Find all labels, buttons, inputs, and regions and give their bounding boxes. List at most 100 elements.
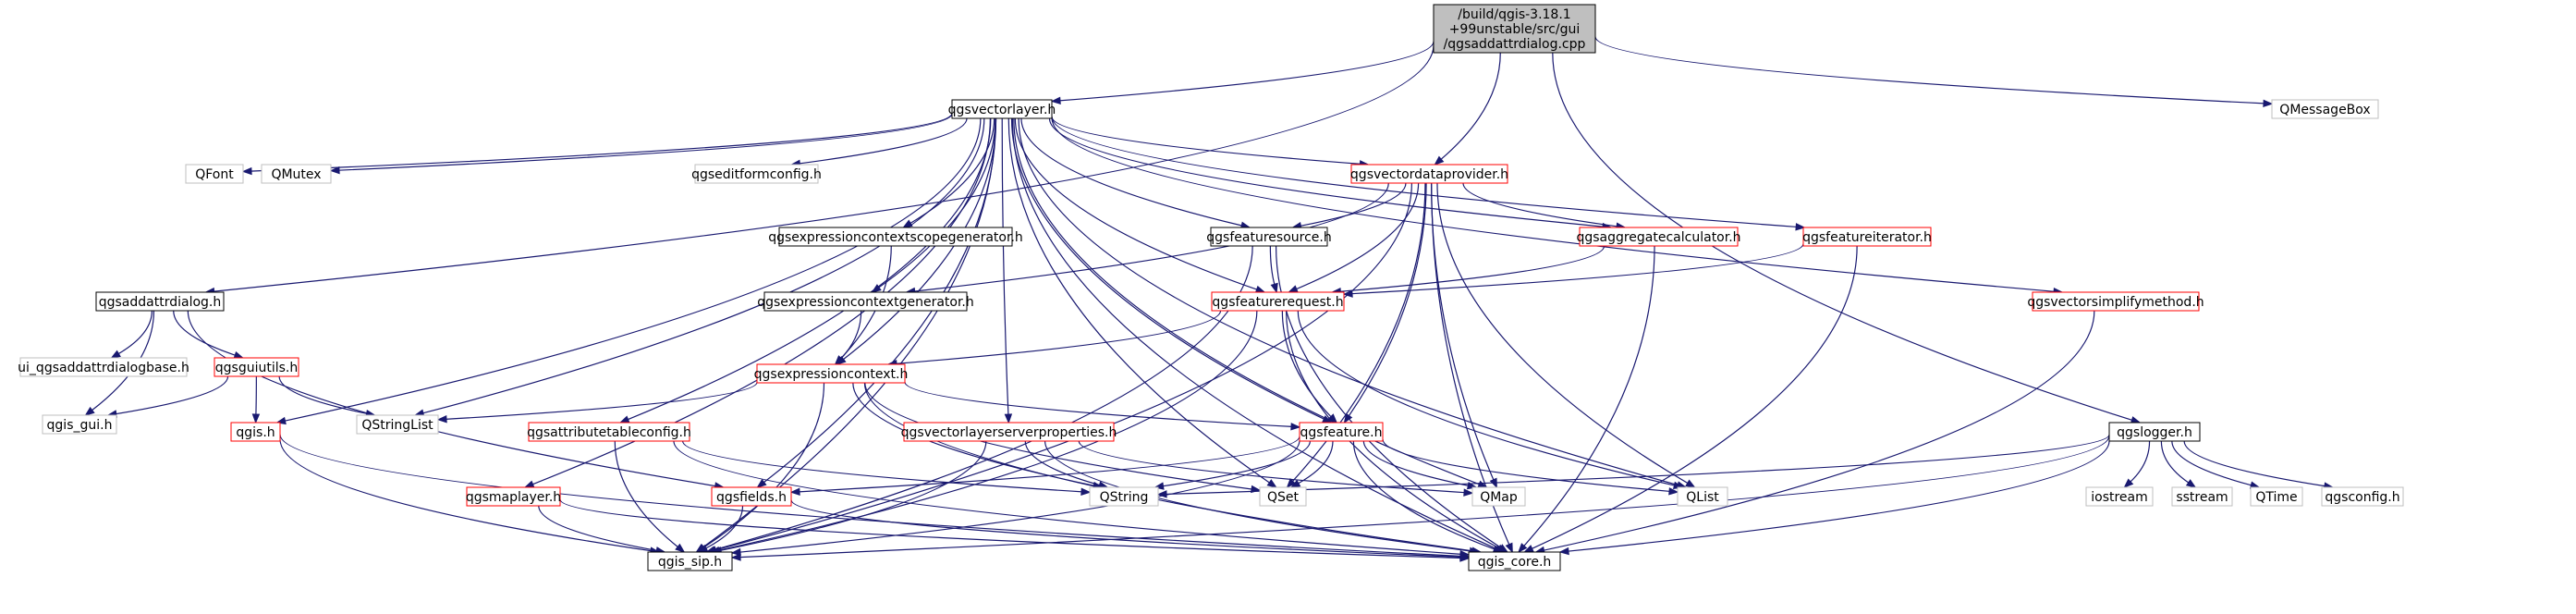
dependency-edge [278, 375, 376, 418]
edge-line [1269, 245, 1276, 286]
dependency-edge [1362, 440, 1478, 490]
node-qgsfeature[interactable]: qgsfeature.h [1299, 422, 1384, 442]
node-qstring: QString [1089, 486, 1159, 507]
edge-line [1010, 117, 1325, 421]
edge-line [1350, 243, 1804, 295]
dependency-edge [1050, 41, 1435, 105]
edge-line [739, 436, 2110, 559]
edge-line [1440, 52, 1501, 161]
node-qgis-sip[interactable]: qgis_sip.h [647, 551, 733, 571]
node-qgsvectorsimplifymethod[interactable]: qgsvectorsimplifymethod.h [2027, 291, 2204, 312]
dependency-edge [251, 375, 261, 424]
arrowhead [2263, 99, 2274, 108]
node-label: QList [1686, 490, 1719, 505]
node-label: qgsexpressioncontextscopegenerator.h [768, 230, 1023, 245]
edge-line [1162, 440, 1312, 487]
node-qlist: QList [1677, 486, 1728, 507]
arrowhead [834, 355, 845, 365]
arrowhead [2123, 478, 2134, 488]
arrowhead [2185, 479, 2197, 488]
node-box [1211, 291, 1345, 312]
node-qgsexpressioncontextgenerator[interactable]: qgsexpressioncontextgenerator.h [757, 291, 974, 312]
arrowhead [1254, 285, 1266, 293]
edge-line [2160, 440, 2190, 484]
edge-line [714, 182, 1413, 551]
dependency-edge [187, 310, 726, 490]
node-box [778, 227, 1013, 247]
node-box [1210, 227, 1328, 247]
node-label: QString [1100, 490, 1149, 505]
edge-line [739, 439, 1300, 553]
node-qgis-core[interactable]: qgis_core.h [1468, 551, 1561, 571]
edge-line [284, 117, 982, 422]
node-label: QMutex [271, 167, 321, 182]
edge-line [2183, 440, 2326, 487]
dependency-edge [697, 505, 744, 553]
arrowhead [1463, 488, 1474, 497]
node-label: qgis.h [236, 425, 275, 440]
dependency-edge [1518, 245, 1655, 554]
edge-line [799, 117, 968, 165]
node-qgsfeaturerequest[interactable]: qgsfeaturerequest.h [1211, 291, 1345, 312]
dependency-edge [1436, 182, 1696, 488]
node-qgis[interactable]: qgis.h [230, 422, 281, 442]
edge-line [1001, 117, 1009, 416]
edge-line [1020, 117, 1243, 227]
node-box [1433, 4, 1596, 54]
dependency-edge [1342, 243, 1804, 298]
dependency-edge [1014, 117, 1266, 293]
edge-line [1436, 182, 1689, 485]
node-qgsfeaturesource[interactable]: qgsfeaturesource.h [1206, 227, 1332, 247]
edge-line [839, 310, 862, 360]
node-root[interactable]: /build/qgis-3.18.1+99unstable/src/gui/qg… [1433, 4, 1596, 54]
dependency-edge [1051, 117, 1370, 168]
edge-line [713, 245, 1253, 551]
edge-line [895, 310, 1222, 364]
dependency-edge [681, 440, 1092, 496]
node-qgsvectorlayerserverproperties[interactable]: qgsvectorlayerserverproperties.h [901, 422, 1117, 442]
edge-line [719, 440, 987, 551]
dependency-edge [789, 436, 1300, 496]
edge-line [1051, 116, 1798, 228]
edge-line [2129, 440, 2151, 484]
dependency-edge [886, 310, 1222, 368]
dependency-edge [730, 439, 1300, 557]
node-label: qgis_core.h [1478, 555, 1552, 570]
node-qgis-gui: qgis_gui.h [42, 414, 117, 435]
node-qgsmaplayer[interactable]: qgsmaplayer.h [466, 486, 561, 507]
node-qgslogger[interactable]: qgslogger.h [2108, 422, 2201, 442]
node-qtime: QTime [2250, 486, 2303, 507]
node-qgsvectordataprovider[interactable]: qgsvectordataprovider.h [1350, 164, 1508, 184]
dependency-edge [2160, 440, 2197, 488]
edge-line [337, 113, 953, 171]
node-qgsvectorlayer[interactable]: qgsvectorlayer.h [948, 99, 1056, 119]
node-label: +99unstable/src/gui [1449, 22, 1581, 37]
arrowhead [1266, 479, 1277, 488]
node-qgseditformconfig: qgseditformconfig.h [691, 164, 822, 184]
node-qgsattributetableconfig[interactable]: qgsattributetableconfig.h [527, 422, 691, 442]
edge-line [1295, 182, 1420, 290]
node-qgsfeatureiterator[interactable]: qgsfeatureiterator.h [1802, 227, 1932, 247]
node-qgsexpressioncontext[interactable]: qgsexpressioncontext.h [754, 363, 909, 384]
edge-line [877, 117, 996, 289]
node-label: QMessageBox [2279, 103, 2370, 117]
edge-line [1275, 245, 1502, 549]
node-box [261, 164, 332, 184]
node-qgsaggregatecalculator[interactable]: qgsaggregatecalculator.h [1576, 227, 1741, 247]
edge-line [1048, 117, 1605, 227]
node-label: qgsvectorsimplifymethod.h [2027, 295, 2204, 310]
edge-line [1543, 310, 2095, 551]
arrowhead [1288, 285, 1299, 293]
dependency-edge [1051, 116, 1806, 231]
node-qgsguiutils[interactable]: qgsguiutils.h [214, 357, 299, 377]
dependency-edge [2171, 440, 2261, 489]
node-box [2271, 99, 2379, 119]
edge-line [909, 117, 995, 225]
node-qgsexpressioncontextscopegenerator[interactable]: qgsexpressioncontextscopegenerator.h [768, 227, 1023, 247]
node-qgsaddattrdialog[interactable]: qgsaddattrdialog.h [95, 291, 225, 312]
node-box [647, 551, 733, 571]
node-box [2032, 291, 2200, 312]
node-qgsfields[interactable]: qgsfields.h [711, 486, 792, 507]
node-label: QFont [195, 167, 234, 182]
